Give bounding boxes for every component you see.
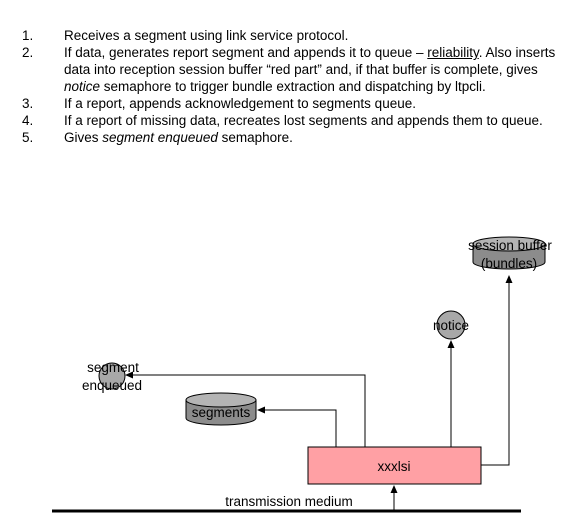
step-item: 1. Receives a segment using link service … bbox=[22, 27, 562, 44]
session-buffer-store: session buffer (bundles) bbox=[468, 236, 552, 271]
transmission-medium-label: transmission medium bbox=[225, 494, 353, 509]
segment-enqueued-semaphore: segment enqueued bbox=[82, 360, 142, 393]
step-item: 3. If a report, appends acknowledgement t… bbox=[22, 95, 562, 112]
step-number: 4. bbox=[22, 113, 34, 128]
step-text: Gives bbox=[64, 130, 103, 145]
step-text: notice bbox=[64, 79, 101, 94]
step-text: If a report of missing data, recreates l… bbox=[64, 113, 543, 128]
xxxlsi-box bbox=[307, 446, 482, 485]
step-number: 3. bbox=[22, 96, 34, 111]
step-text: . Also inserts data into reception sessi… bbox=[64, 45, 556, 77]
step-item: 5. Gives segment enqueued semaphore. bbox=[22, 129, 562, 146]
step-text: segment enqueued bbox=[102, 130, 218, 145]
segments-store: segments bbox=[185, 392, 257, 426]
step-number: 1. bbox=[22, 28, 34, 43]
segments-label: segments bbox=[192, 405, 251, 420]
session-buffer-top bbox=[472, 236, 546, 252]
step-text: If data, generates report segment and ap… bbox=[64, 45, 428, 60]
step-text: If a report, appends acknowledgement to … bbox=[64, 96, 416, 111]
xxxlsi-label: xxxlsi bbox=[378, 459, 411, 474]
step-item: 2. If data, generates report segment and … bbox=[22, 44, 562, 95]
xxxlsi-process: xxxlsi bbox=[307, 446, 482, 485]
session-buffer-label-1: session buffer bbox=[468, 238, 552, 253]
segment-enqueued-label-1: segment bbox=[87, 360, 139, 375]
notice-circle bbox=[436, 310, 466, 340]
session-buffer-label-2: (bundles) bbox=[481, 256, 537, 271]
segment-enqueued-label-2: enqueued bbox=[82, 378, 142, 393]
arrow-to-session-buffer bbox=[481, 275, 513, 466]
arrow-to-segment-enqueued bbox=[125, 371, 366, 447]
steps-list: 1. Receives a segment using link service … bbox=[22, 27, 562, 146]
notice-semaphore: notice bbox=[433, 310, 469, 340]
step-number: 2. bbox=[22, 45, 34, 60]
segments-top bbox=[185, 392, 257, 408]
step-text: semaphore to trigger bundle extraction a… bbox=[100, 79, 486, 94]
step-text: Receives a segment using link service pr… bbox=[64, 28, 349, 43]
step-text: reliability bbox=[427, 45, 479, 60]
notice-label: notice bbox=[433, 318, 469, 333]
step-number: 5. bbox=[22, 130, 34, 145]
step-text: semaphore. bbox=[217, 130, 293, 145]
arrow-to-segments bbox=[257, 406, 337, 447]
step-item: 4. If a report of missing data, recreates… bbox=[22, 112, 562, 129]
